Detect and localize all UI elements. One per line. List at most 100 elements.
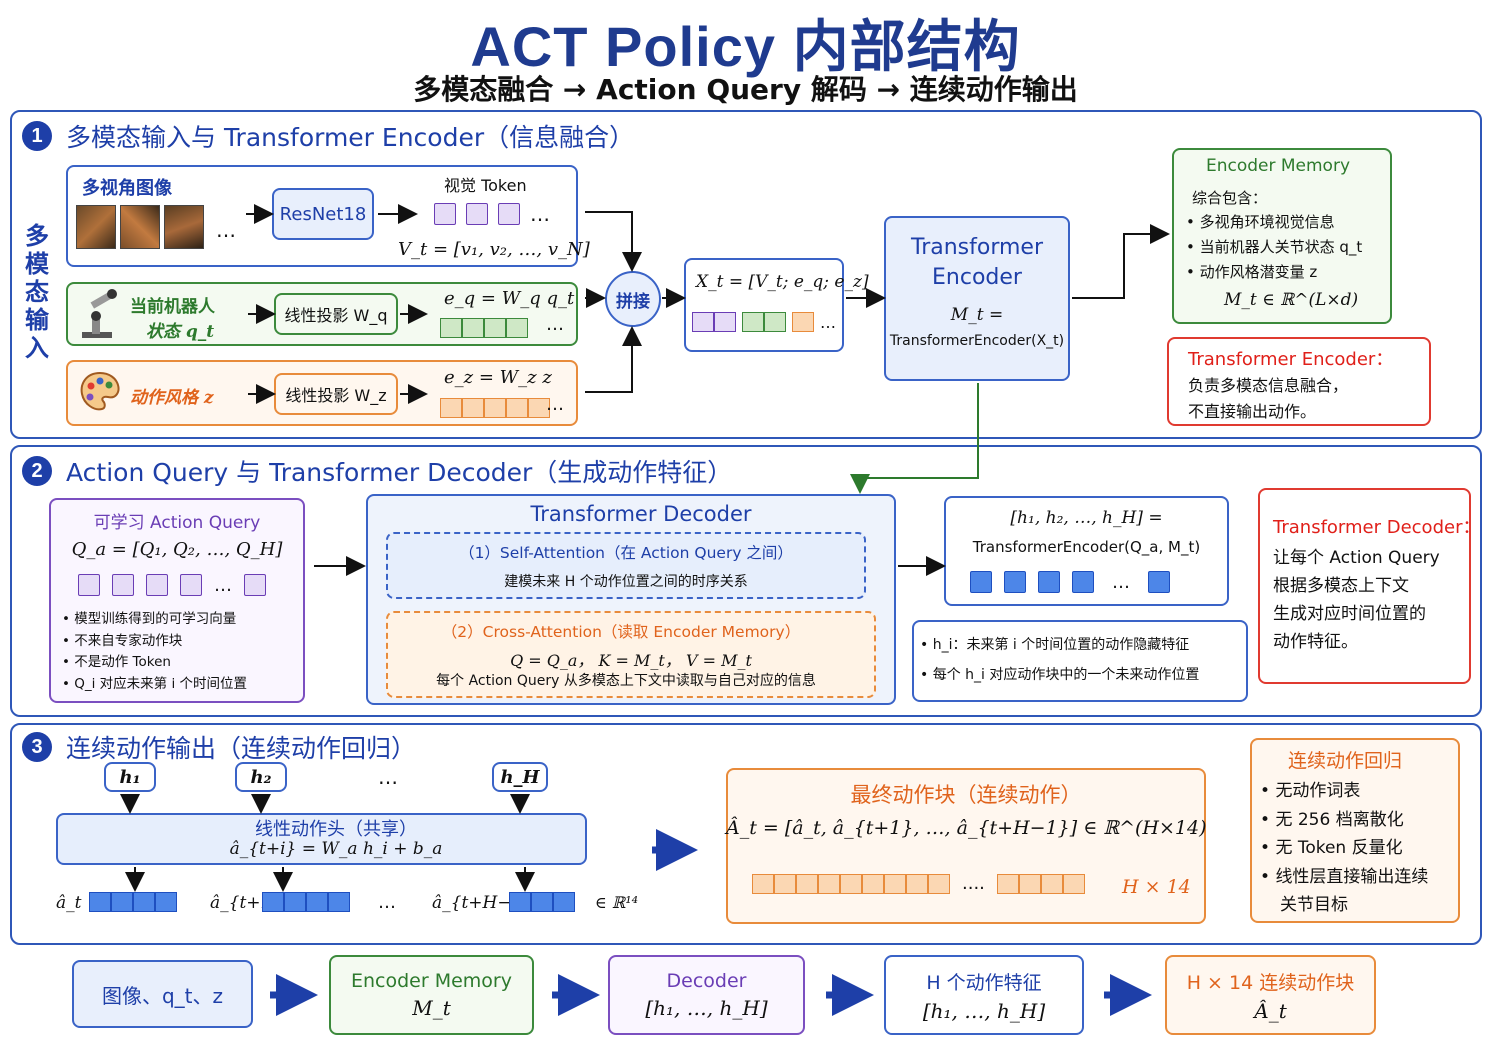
- final-dim: H × 14: [1122, 876, 1191, 898]
- regress-item: • 线性层直接输出连续关节目标: [1260, 866, 1429, 916]
- flow-step-3: Decoder [h₁, …, h_H]: [608, 955, 805, 1035]
- proj-wq-box: 线性投影 W_q: [274, 293, 398, 335]
- camera-image-icon: [76, 205, 116, 249]
- vt-formula: V_t = [v₁, v₂, …, v_N]: [398, 239, 590, 260]
- final-cell: [862, 873, 884, 894]
- action-head-formula: â_{t+i} = W_a h_i + b_a: [229, 839, 443, 859]
- final-formula: Â_t = [â_t, â_{t+1}, …, â_{t+H−1}] ∈ ℝ^(…: [726, 817, 1207, 839]
- eq-cell: [462, 318, 484, 338]
- flow-step-sub: [h₁, …, h_H]: [922, 998, 1046, 1023]
- query-box: [49, 498, 305, 703]
- ez-cell: [440, 398, 462, 418]
- flow-step-label: Encoder Memory: [351, 970, 512, 992]
- decoder-title: Transformer Decoder: [530, 502, 752, 526]
- visual-token-label: 视觉 Token: [444, 176, 527, 195]
- hidden-token: [970, 571, 992, 593]
- flow-step-label: 图像、q_t、z: [101, 983, 224, 1008]
- flow-step-label: Decoder: [666, 970, 747, 992]
- palette-icon: [78, 370, 122, 418]
- flow-step-4: H 个动作特征 [h₁, …, h_H]: [884, 955, 1084, 1035]
- page-title: ACT Policy 内部结构: [470, 15, 1021, 78]
- action-head-title: 线性动作头（共享）: [255, 819, 417, 840]
- a-dim: ∈ ℝ¹⁴: [595, 893, 639, 912]
- images-label: 多视角图像: [82, 178, 172, 199]
- xt-ellipsis: …: [820, 312, 836, 332]
- final-box: [726, 768, 1206, 924]
- ez-cells: [440, 398, 550, 418]
- robot-label-1: 当前机器人: [130, 297, 215, 317]
- h-input-ellipsis: …: [378, 765, 398, 789]
- query-ellipsis: …: [214, 574, 232, 596]
- a-cells-H: [509, 892, 575, 912]
- hidden-desc-item: • 每个 h_i 对应动作块中的一个未来动作位置: [920, 667, 1200, 683]
- camera-image-icon: [120, 205, 160, 249]
- memory-item: • 当前机器人关节状态 q_t: [1186, 238, 1363, 256]
- memory-title: Encoder Memory: [1205, 156, 1351, 176]
- final-cell: [840, 873, 862, 894]
- memory-item: • 动作风格潜变量 z: [1186, 263, 1318, 281]
- hidden-ellipsis: …: [1112, 571, 1130, 593]
- cross-attn-formula: Q = Q_a， K = M_t， V = M_t: [510, 651, 752, 670]
- flow-step-sub: [h₁, …, h_H]: [645, 996, 768, 1020]
- xt-cell: [742, 312, 764, 332]
- token-square: [466, 203, 488, 225]
- query-token: [78, 574, 100, 596]
- final-cell: [752, 873, 774, 894]
- memory-intro: 综合包含：: [1192, 189, 1268, 207]
- flow-step-sub: M_t: [412, 996, 451, 1020]
- a-cell: [155, 892, 177, 912]
- query-token: [112, 574, 134, 596]
- memory-box: [1172, 148, 1392, 324]
- resnet-label: ResNet18: [279, 203, 367, 225]
- final-cell: [996, 873, 1019, 894]
- a-label-H: â_{t+H−1}: [432, 893, 534, 913]
- hidden-tokens: …: [970, 571, 1170, 593]
- eq-cell: [506, 318, 528, 338]
- encoder-note-title: Transformer Encoder：: [1188, 349, 1394, 370]
- xt-cell: [764, 312, 786, 332]
- a-cells-0: [89, 892, 177, 912]
- hidden-formula-1: [h₁, h₂, …, h_H] =: [1010, 508, 1163, 528]
- robot-label-2: 状态 q_t: [146, 322, 215, 342]
- final-cell: [1062, 873, 1085, 894]
- final-cells: ....: [752, 873, 1085, 894]
- query-tokens: …: [78, 574, 266, 596]
- action-head-box: [56, 813, 587, 865]
- hidden-token: [1148, 571, 1170, 593]
- query-token: [244, 574, 266, 596]
- hidden-token: [1038, 571, 1060, 593]
- ez-cell: [528, 398, 550, 418]
- token-square: [434, 203, 456, 225]
- query-item: • Q_i 对应未来第 i 个时间位置: [62, 675, 248, 692]
- encoder-note-box: [1167, 337, 1431, 426]
- section-2-heading: 2 Action Query 与 Transformer Decoder（生成动…: [22, 453, 732, 489]
- memory-formula: M_t ∈ ℝ^(L×d): [1224, 290, 1359, 310]
- query-formula: Q_a = [Q₁, Q₂, …, Q_H]: [71, 539, 283, 560]
- ez-cell: [506, 398, 528, 418]
- proj-wz-label: 线性投影 W_z: [285, 386, 387, 405]
- query-list: • 模型训练得到的可学习向量 • 不来自专家动作块 • 不是动作 Token •…: [62, 609, 247, 695]
- visual-tokens: …: [434, 202, 550, 226]
- encoder-title-1: Transformer: [910, 235, 1043, 260]
- final-cell: [774, 873, 796, 894]
- flow-step-1: 图像、q_t、z: [72, 960, 253, 1028]
- section-title: Action Query 与 Transformer Decoder（生成动作特…: [66, 458, 733, 487]
- a-cell: [89, 892, 111, 912]
- encoder-note-line-1: 负责多模态信息融合，: [1188, 376, 1349, 395]
- self-attn-title: （1）Self-Attention（在 Action Query 之间）: [459, 544, 793, 562]
- decoder-note-box: [1258, 488, 1471, 684]
- token-ellipsis: …: [530, 202, 550, 226]
- regress-item: • 无 Token 反量化: [1260, 838, 1403, 858]
- proj-wz-box: 线性投影 W_z: [274, 373, 398, 415]
- concat-label: 拼接: [616, 291, 650, 312]
- page-subtitle: 多模态融合 → Action Query 解码 → 连续动作输出: [413, 73, 1078, 106]
- a-cell: [262, 892, 284, 912]
- final-cell: [906, 873, 928, 894]
- section-title: 多模态输入与 Transformer Encoder（信息融合）: [66, 123, 635, 152]
- xt-formula: X_t = [V_t; e_q; e_z]: [696, 272, 869, 292]
- encoder-note-line-2: 不直接输出动作。: [1188, 402, 1317, 421]
- encoder-formula-2: TransformerEncoder(X_t): [889, 333, 1065, 349]
- a-cell: [509, 892, 531, 912]
- query-title: 可学习 Action Query: [93, 513, 261, 533]
